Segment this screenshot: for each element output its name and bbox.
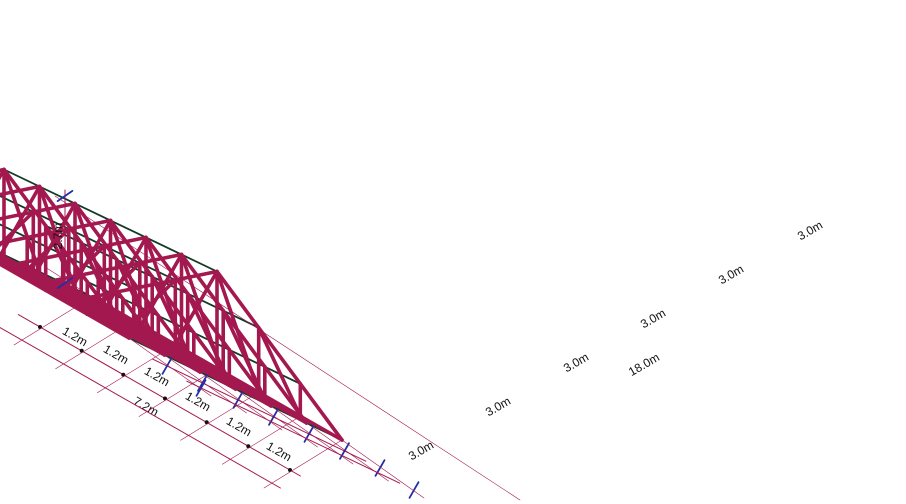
- bay-segment-label: 3.0m: [795, 218, 825, 243]
- extension-line: [97, 344, 176, 394]
- top-chord: [215, 269, 344, 442]
- span-segment-label: 1.2m: [264, 439, 294, 464]
- dimension-line: [0, 326, 281, 489]
- extension-line: [13, 296, 93, 346]
- diagonal-member: [102, 235, 148, 313]
- top-chord: [108, 218, 238, 391]
- top-chord: [0, 201, 77, 221]
- extension-line: [222, 415, 301, 465]
- top-chord: [179, 252, 309, 425]
- diagonal-member: [0, 184, 42, 260]
- bay-segment-label: 3.0m: [716, 262, 746, 287]
- diagonal-member: [31, 201, 77, 279]
- dimension-tick: [56, 276, 74, 290]
- extension-line: [341, 439, 425, 499]
- top-chord: [0, 184, 42, 197]
- diagonal-member: [173, 269, 219, 347]
- top-chord: [90, 269, 219, 299]
- extension-line: [270, 405, 354, 465]
- dimension-node: [204, 420, 209, 425]
- span-segment-label: 1.2m: [142, 364, 172, 389]
- diagonal-member: [138, 252, 184, 330]
- height-label: 2.7m: [51, 223, 65, 250]
- trusses: [0, 167, 344, 442]
- top-chord: [0, 218, 113, 245]
- dimension-tick: [56, 189, 74, 203]
- extension-line: [180, 391, 260, 441]
- span-segment-label: 1.2m: [224, 414, 254, 439]
- dimension-node: [121, 372, 126, 377]
- top-chord: [144, 235, 273, 408]
- span-segment-label: 1.2m: [101, 342, 131, 367]
- dimension-node: [246, 444, 251, 449]
- diagonal-member: [0, 210, 36, 248]
- extension-line: [263, 439, 343, 489]
- dimension-tick: [161, 357, 173, 375]
- extension-line: [44, 266, 93, 298]
- extension-line: [55, 320, 134, 370]
- dimension-node: [38, 325, 42, 329]
- bay-segment-label: 3.0m: [638, 306, 668, 331]
- dimension-node: [288, 468, 292, 472]
- extension-line: [164, 354, 247, 414]
- diagonal-member: [67, 218, 113, 296]
- dimension-line: [186, 380, 401, 484]
- bay-segment-label: 3.0m: [561, 350, 591, 375]
- extension-line: [235, 388, 318, 448]
- dimension-line: [17, 314, 301, 477]
- extension-line: [128, 337, 212, 397]
- extension-line: [138, 368, 218, 417]
- extension-line: [199, 371, 283, 431]
- dimension-node: [79, 348, 84, 353]
- dimension-line: [152, 358, 367, 462]
- diagonal-member: [256, 325, 303, 419]
- diagonal-member: [96, 261, 142, 306]
- span-total-label: 7.2m: [131, 394, 161, 419]
- diagonal-member: [215, 269, 261, 395]
- height-dimension: 2.7m: [44, 189, 521, 501]
- diagonal-member: [25, 227, 71, 272]
- extension-line: [306, 422, 389, 482]
- extension-line: [54, 195, 521, 501]
- dimension-node: [163, 396, 167, 401]
- bay-segment-label: 3.0m: [406, 438, 436, 463]
- bay-segment-label: 3.0m: [483, 394, 513, 419]
- roof-structure: [0, 167, 344, 442]
- top-chord: [54, 252, 184, 282]
- diagonal-member: [131, 278, 178, 323]
- dimension-tick: [408, 481, 420, 499]
- length-total-label: 18.0m: [626, 350, 662, 379]
- span-segment-label: 1.2m: [60, 324, 90, 349]
